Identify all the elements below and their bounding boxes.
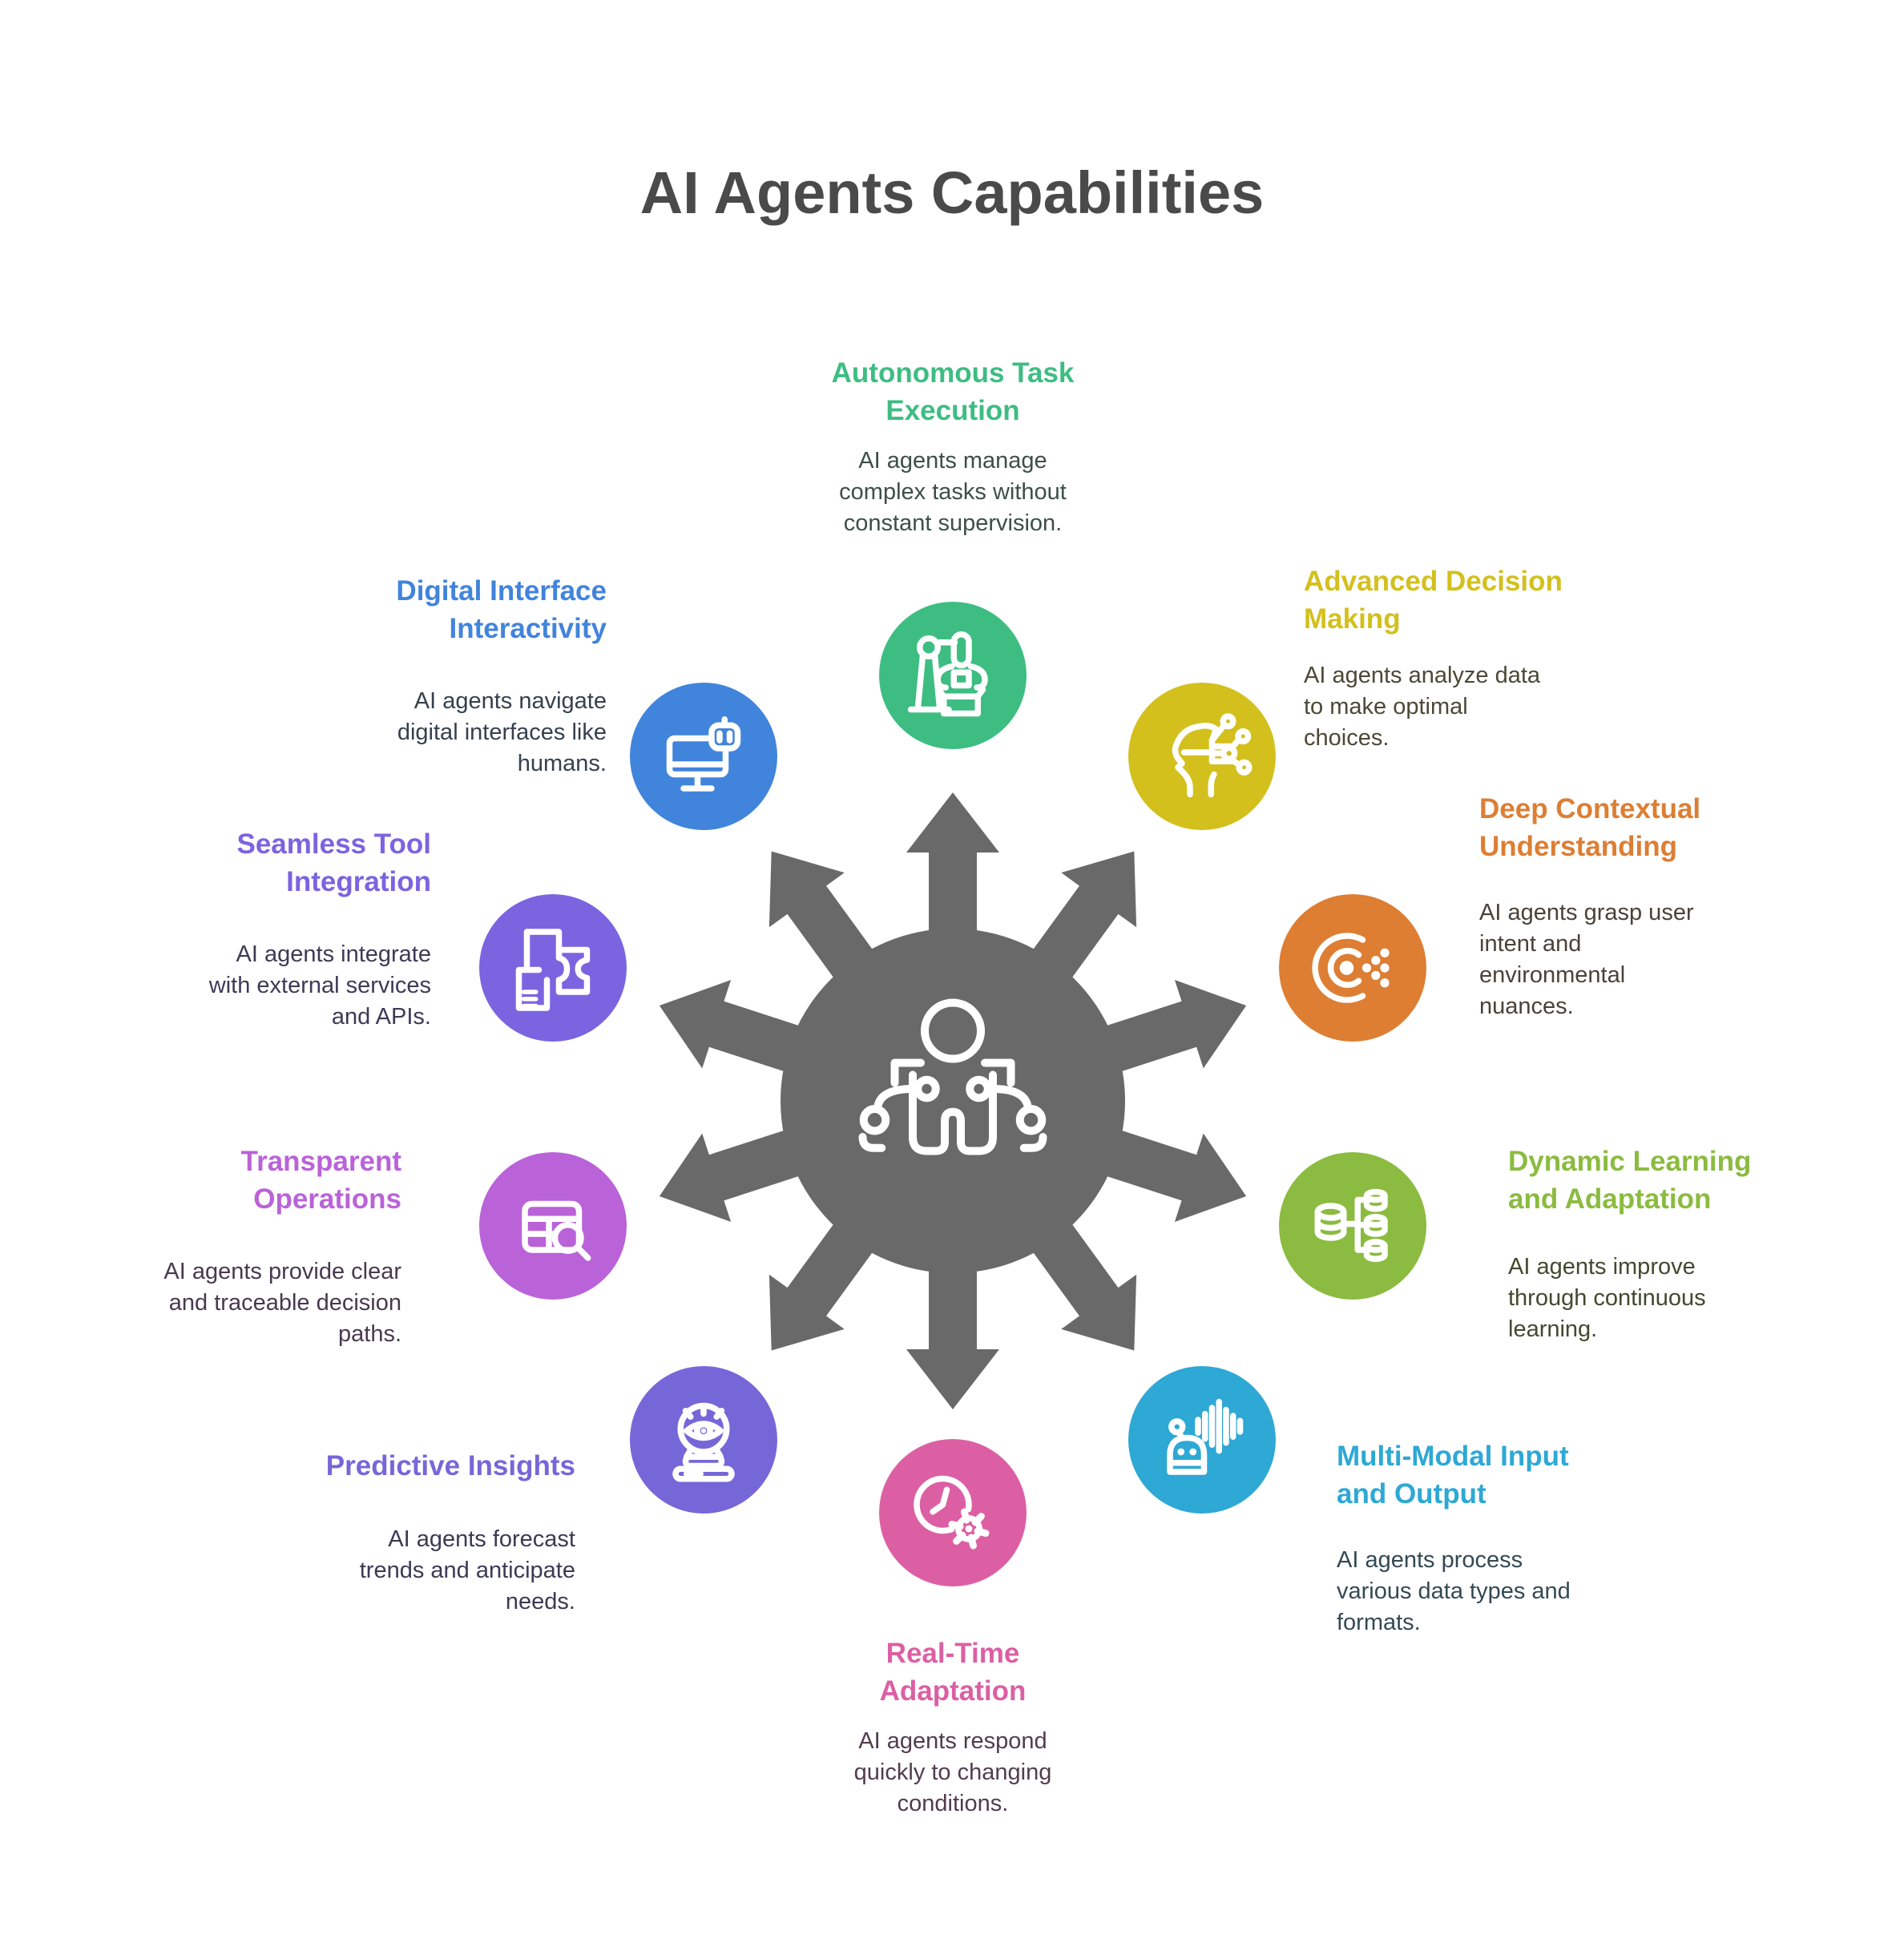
capability-description: AI agents forecast trends and anticipate… [359, 1526, 575, 1614]
table-search-icon [522, 1200, 591, 1261]
capability-description: AI agents process various data types and… [1337, 1547, 1571, 1635]
capability-description: AI agents provide clear and traceable de… [163, 1259, 401, 1347]
multi-arm-robot-icon [858, 998, 1047, 1155]
capability-description: AI agents manage complex tasks without c… [839, 448, 1067, 536]
capability-icon-circle [879, 602, 1027, 749]
capability-title: Real-Time Adaptation [879, 1638, 1027, 1707]
capability-description: AI agents respond quickly to changing co… [853, 1728, 1052, 1816]
capability-title: Advanced Decision Making [1304, 566, 1563, 635]
capability-title: Dynamic Learning and Adaptation [1508, 1146, 1752, 1215]
capability-description: AI agents analyze data to make optimal c… [1304, 663, 1541, 751]
hub-circle [781, 929, 1125, 1273]
capability-title: Autonomous Task Execution [831, 357, 1075, 426]
capability-title: Multi-Modal Input and Output [1337, 1441, 1569, 1510]
puzzle-icon [515, 929, 591, 1011]
hub [659, 792, 1247, 1409]
data-branch-icon [1314, 1188, 1388, 1262]
main-title: AI Agents Capabilities [639, 159, 1265, 226]
clock-gear-icon [914, 1475, 990, 1550]
capability-title: Predictive Insights [325, 1450, 575, 1481]
capability-title: Digital Interface Interactivity [396, 575, 607, 644]
capability-description: AI agents grasp user intent and environm… [1479, 900, 1694, 1019]
capability-title: Transparent Operations [240, 1146, 401, 1215]
capability-description: AI agents improve through continuous lea… [1508, 1254, 1706, 1342]
capability-description: AI agents navigate digital interfaces li… [397, 688, 607, 776]
capability-title: Deep Contextual Understanding [1479, 793, 1701, 862]
capability-description: AI agents integrate with external servic… [208, 941, 431, 1030]
capability-title: Seamless Tool Integration [236, 828, 431, 897]
contextual-scan-icon [1312, 933, 1390, 1003]
robot-arm-icon [907, 631, 988, 717]
